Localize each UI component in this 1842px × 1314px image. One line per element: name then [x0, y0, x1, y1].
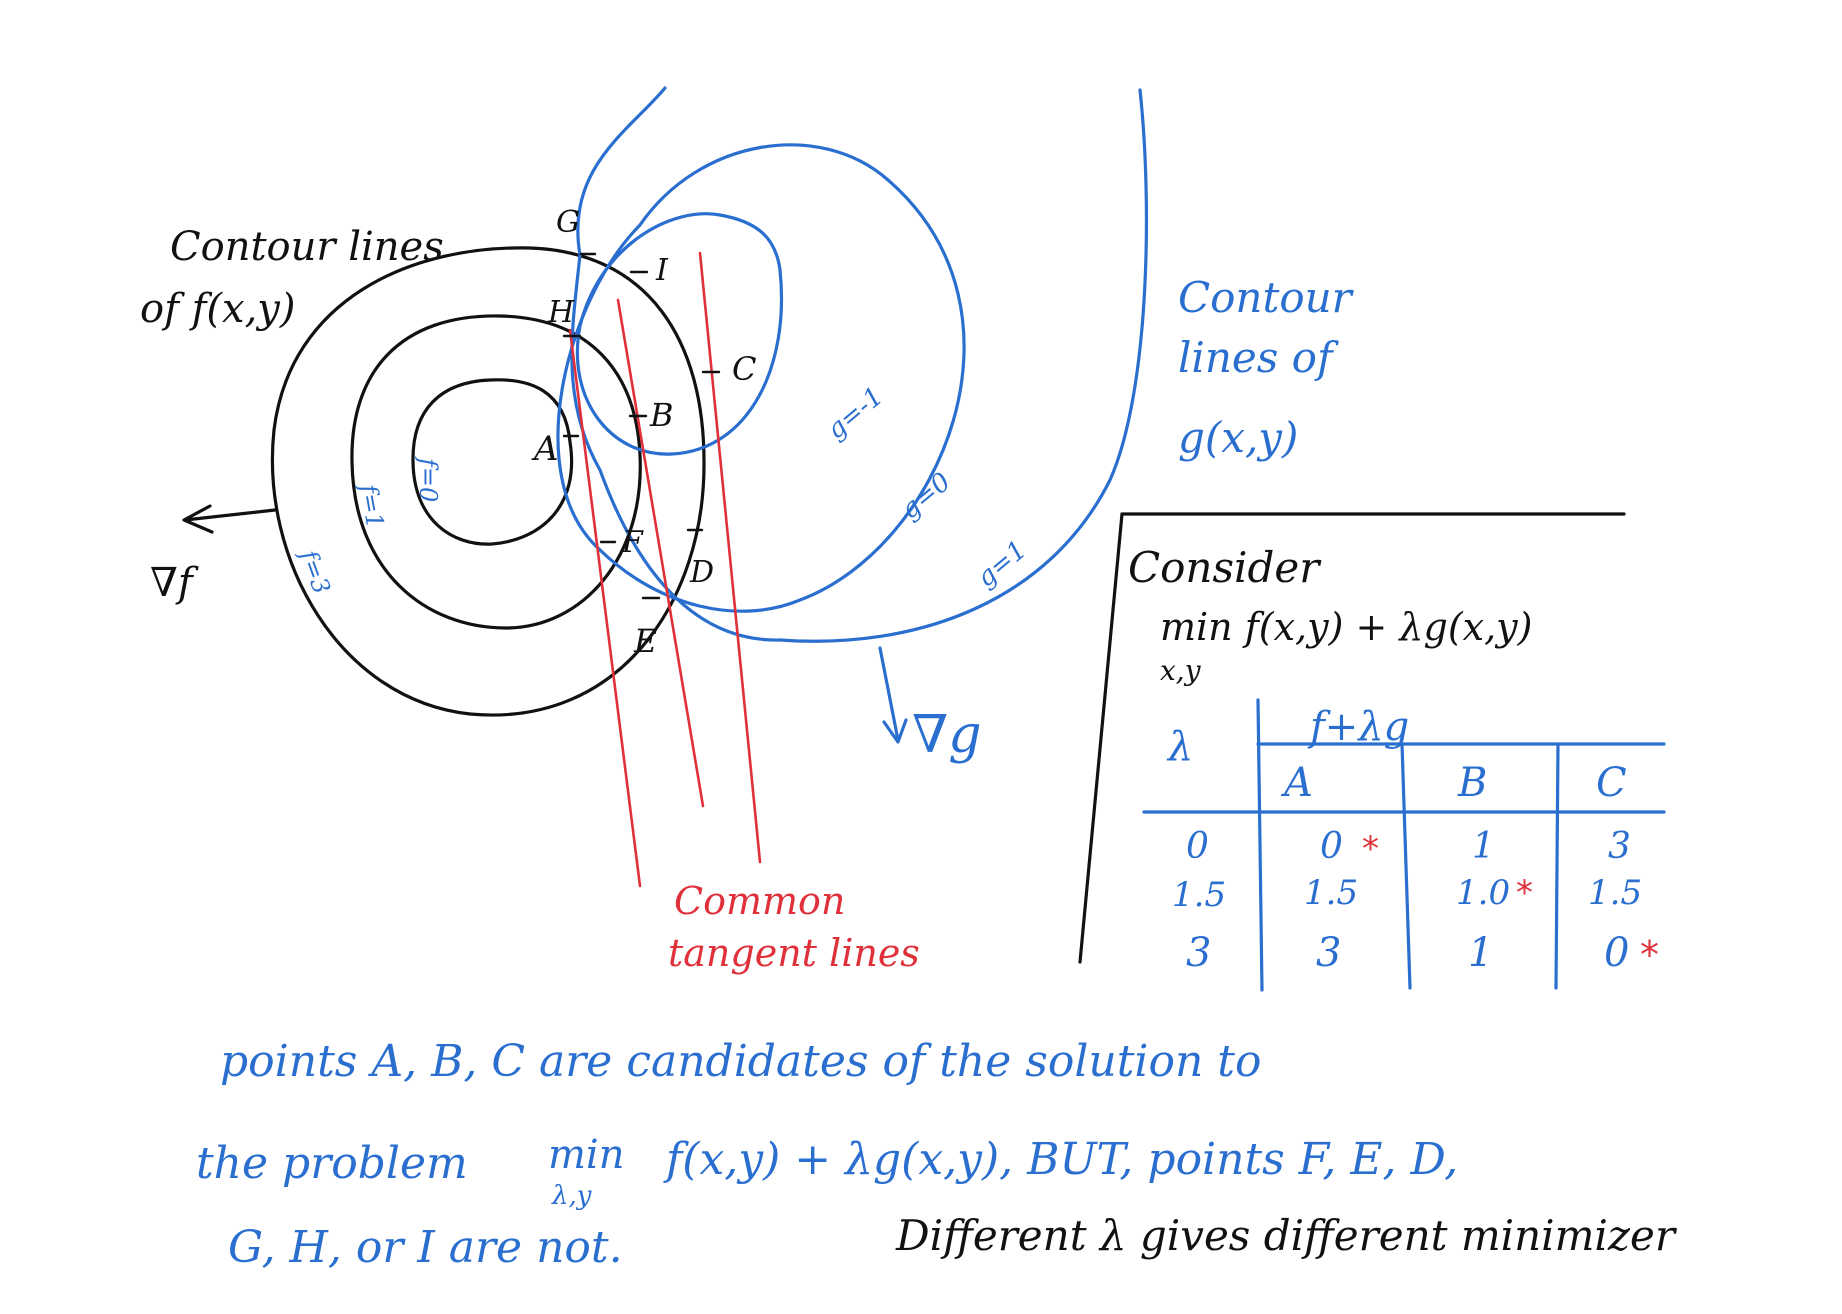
table-row-1-c: 1.5 — [1588, 873, 1642, 913]
note-line-2a: the problem — [196, 1138, 468, 1189]
grad-g-arrow — [878, 646, 908, 744]
table-row-0-b: 1 — [1472, 826, 1495, 867]
table-row-1-a: 1.5 — [1304, 873, 1358, 913]
g-contour-title-1: Contour — [1178, 273, 1355, 322]
table-row-2-b: 1 — [1468, 930, 1493, 976]
consider-expression: min f(x,y) + λg(x,y) — [1160, 605, 1532, 649]
consider-subscript: x,y — [1160, 654, 1202, 687]
point-label-d: D — [689, 555, 714, 590]
point-label-a: A — [531, 429, 559, 469]
table-row-2-c: 0 — [1604, 930, 1629, 976]
table-row-2-c-star: * — [1640, 933, 1659, 977]
point-label-g: G — [556, 205, 580, 240]
f-contour-title-1: Contour lines — [170, 224, 444, 270]
g-contour-minus1 — [575, 212, 784, 456]
f-contour-1 — [350, 314, 642, 630]
grad-f-arrow — [182, 504, 277, 534]
table-row-1-lambda: 1.5 — [1172, 875, 1226, 915]
tangent-line-c — [698, 251, 762, 864]
table-row-1-b: 1.0 — [1456, 873, 1510, 913]
common-tangent-title-2: tangent lines — [668, 931, 920, 975]
tangent-line-b — [616, 298, 705, 808]
point-ticks — [562, 252, 721, 600]
table-col-b: B — [1457, 760, 1487, 806]
note-line-1: points A, B, C are candidates of the sol… — [220, 1036, 1261, 1087]
g-contour-1 — [570, 86, 1149, 643]
table-row-0-lambda: 0 — [1186, 826, 1209, 867]
label-f0: f=0 — [414, 456, 442, 502]
g-contour-title-2: lines of — [1178, 333, 1339, 382]
grad-g-label: ∇g — [912, 705, 982, 765]
lambda-table: λ f+λg A B C 0 0 * 1 3 1.5 1.5 1.0 * 1.5… — [1142, 698, 1666, 992]
g-contour-title-3: g(x,y) — [1178, 413, 1298, 462]
note-line-3b: Different λ gives different minimizer — [895, 1211, 1678, 1260]
f-contour-0 — [411, 378, 574, 546]
note-line-2-min: min — [548, 1132, 624, 1178]
point-label-i: I — [655, 253, 669, 288]
point-label-b: B — [649, 396, 674, 434]
point-label-h: H — [547, 295, 575, 330]
common-tangent-title-1: Common — [674, 879, 845, 923]
label-f1: f=1 — [354, 480, 390, 530]
table-col-a: A — [1280, 760, 1313, 806]
table-row-2-lambda: 3 — [1186, 930, 1211, 976]
consider-box: Consider min f(x,y) + λg(x,y) x,y — [1078, 512, 1626, 964]
tangent-line-a — [568, 328, 642, 888]
g-contour-0 — [556, 143, 966, 613]
label-f3: f=3 — [294, 545, 336, 598]
consider-title: Consider — [1128, 543, 1322, 592]
table-row-1-b-star: * — [1516, 873, 1533, 913]
table-row-0-a: 0 — [1320, 826, 1343, 867]
note-line-2-sub: λ,y — [551, 1181, 592, 1211]
table-row-0-a-star: * — [1362, 829, 1379, 869]
label-g1: g=1 — [971, 535, 1032, 593]
point-label-c: C — [732, 350, 756, 388]
grad-f-label: ∇f — [150, 560, 199, 606]
f-contour-title-2: of f(x,y) — [140, 286, 296, 332]
point-label-f: F — [621, 525, 644, 560]
table-group-header: f+λg — [1307, 704, 1409, 750]
note-line-2b: f(x,y) + λg(x,y), BUT, points F, E, D, — [663, 1134, 1458, 1185]
note-line-3a: G, H, or I are not. — [228, 1222, 623, 1273]
table-row-2-a: 3 — [1316, 930, 1341, 976]
table-col-c: C — [1596, 760, 1627, 806]
table-row-0-c: 3 — [1608, 826, 1631, 867]
table-lambda-header: λ — [1166, 724, 1193, 770]
point-label-e: E — [633, 622, 657, 660]
label-g-minus1: g=-1 — [821, 381, 889, 445]
f-contour-3 — [270, 246, 706, 717]
